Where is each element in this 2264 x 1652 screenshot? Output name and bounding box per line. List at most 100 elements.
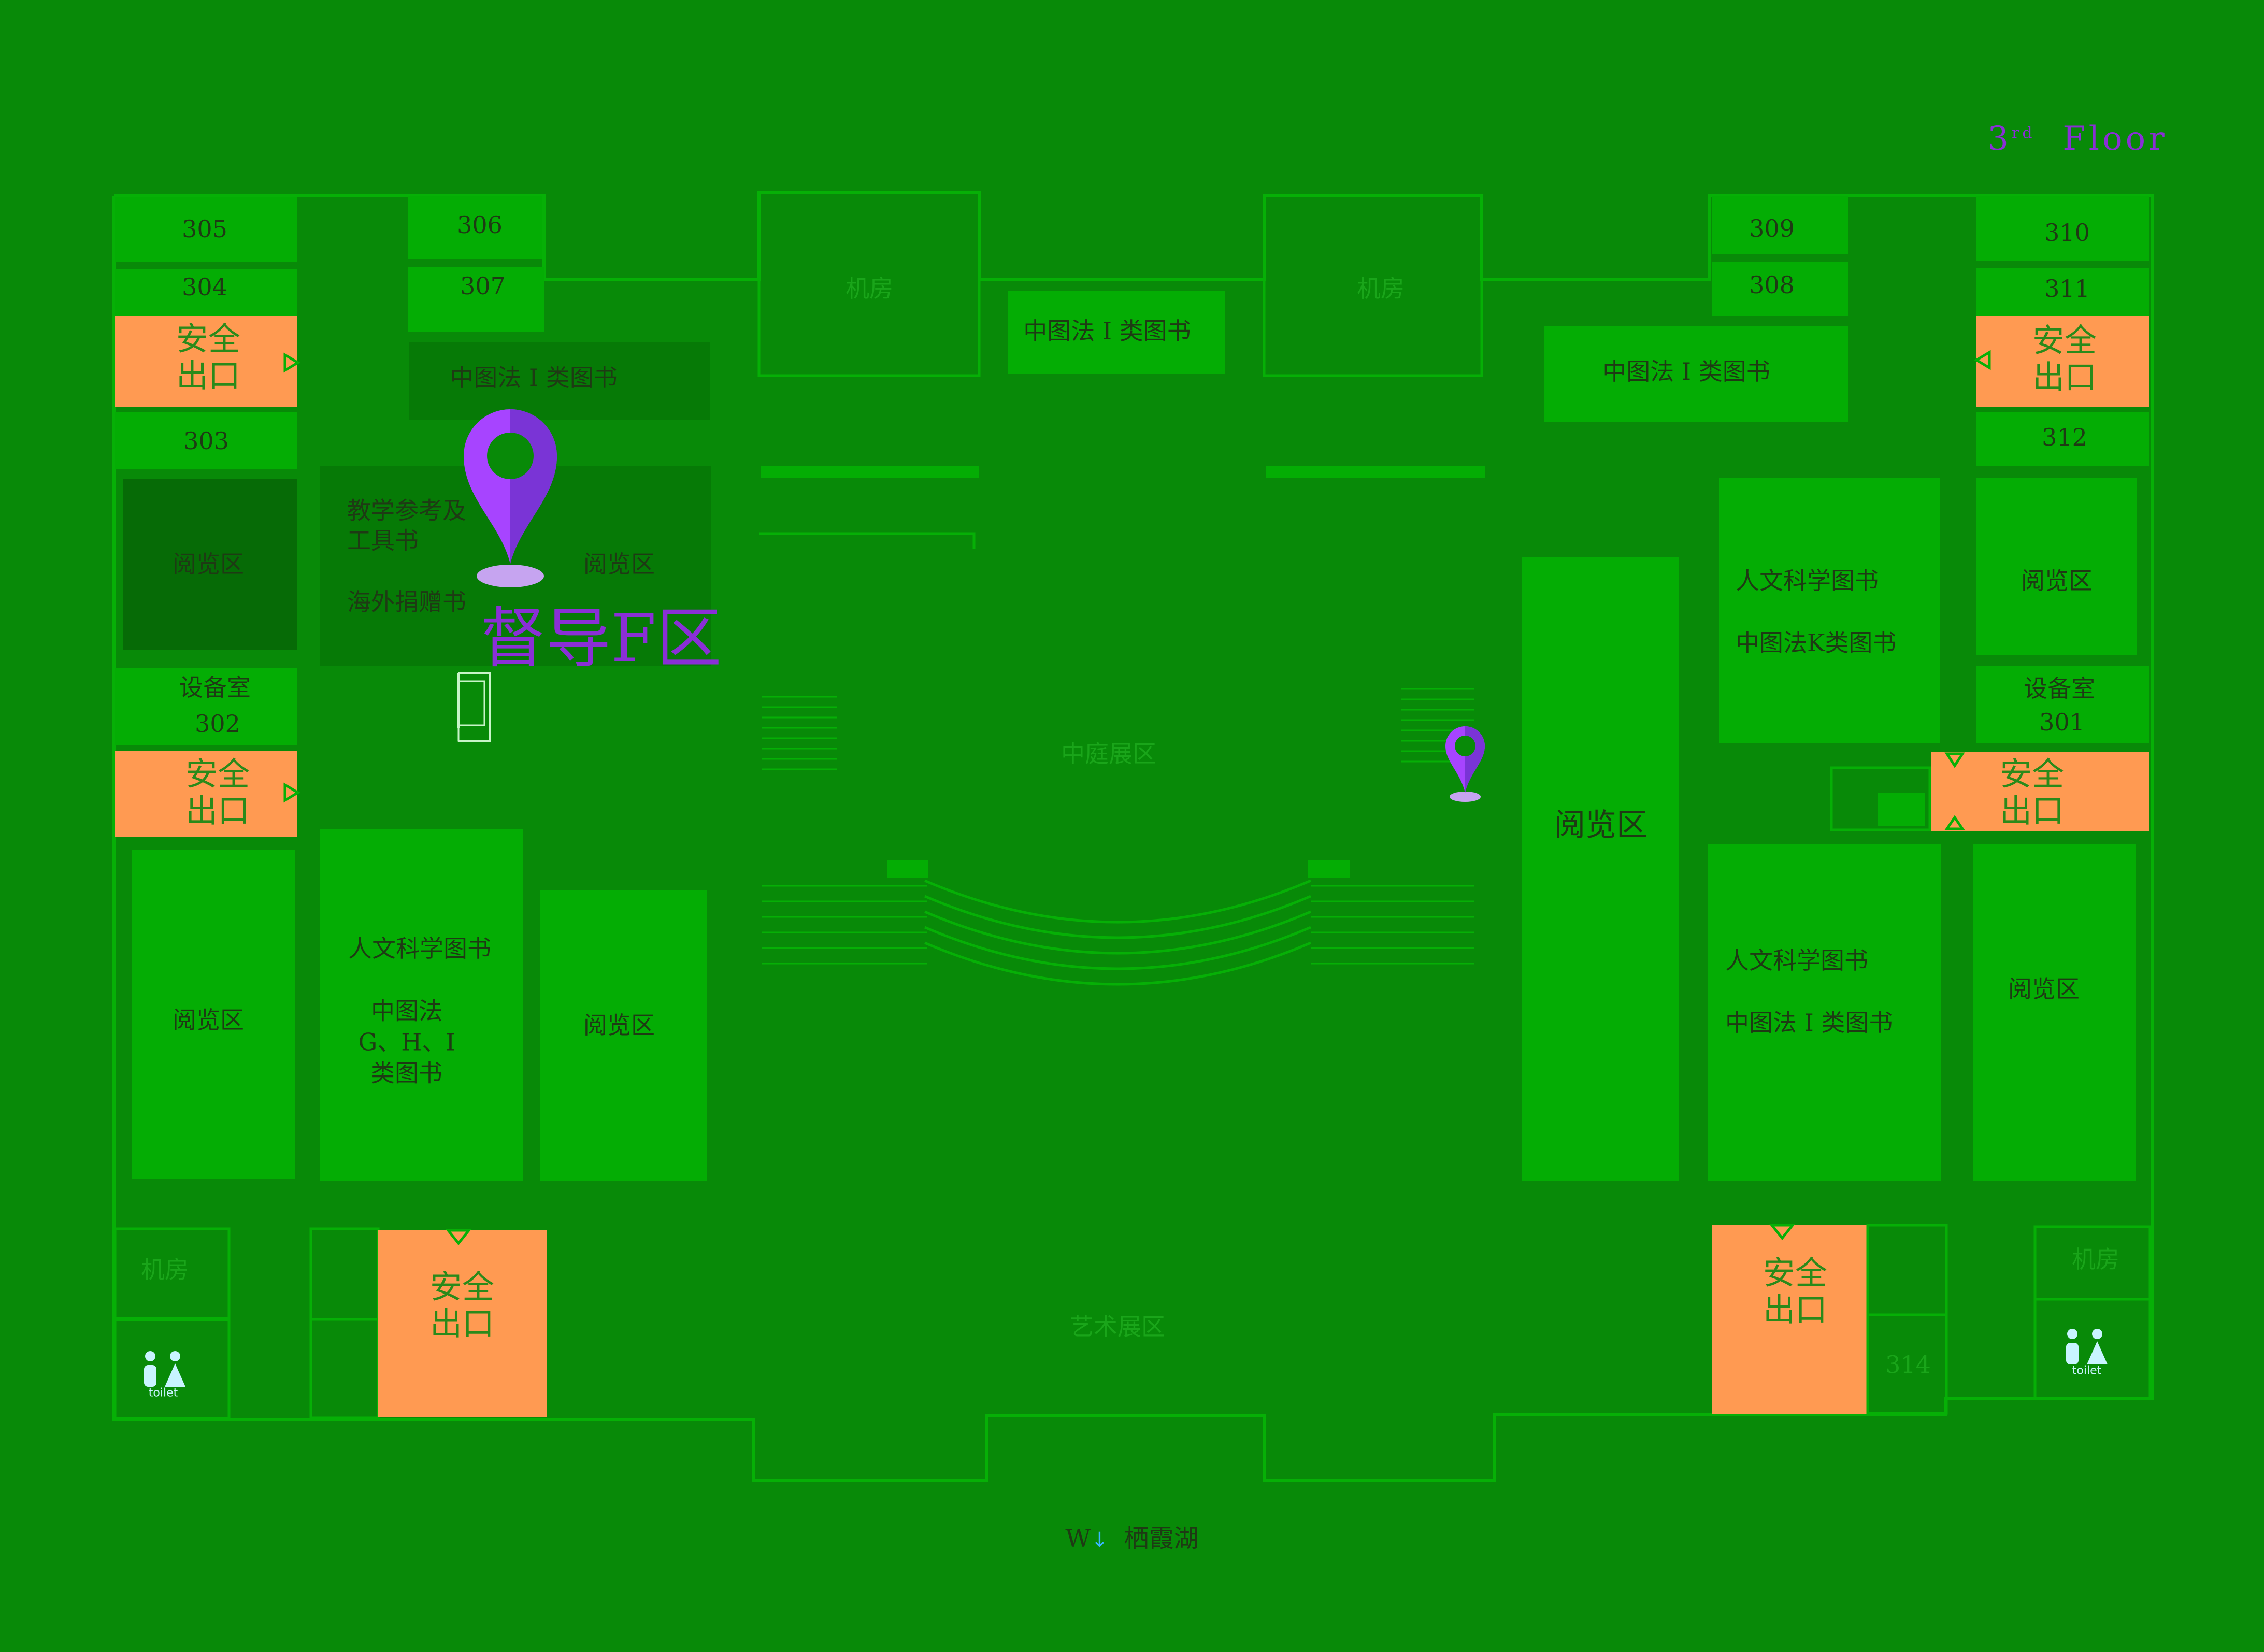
elevator-icon [1830,766,1931,831]
label-machine-room-se: 机房 [2072,1245,2119,1274]
compass-arrow-icon: ↓ [1091,1528,1109,1552]
reading-area-w2[interactable] [540,890,707,1181]
atrium-post-w [887,860,928,878]
compass-place: 栖霞湖 [1124,1524,1199,1553]
room-306[interactable] [408,196,542,259]
label-room-306: 306 [457,211,503,239]
label-room-312: 312 [2042,423,2087,452]
machine-room-n2[interactable] [1263,194,1483,377]
label-class-ghi-books: 中图法 G、H、I 类图书 [358,997,455,1087]
elevator-car [1878,793,1925,826]
label-reading-area-e1: 阅览区 [2021,567,2093,595]
label-room-308: 308 [1749,271,1795,299]
closet-s1 [309,1227,380,1321]
toilet-icon [144,1329,2108,1387]
humanities-i-books-se[interactable] [1708,844,1941,1181]
reading-area-sw[interactable] [132,850,295,1179]
toilet-se[interactable] [2033,1298,2152,1400]
label-room-303: 303 [183,427,229,455]
label-atrium-exhibition: 中庭展区 [1061,740,1156,768]
label-machine-room-sw: 机房 [141,1256,189,1284]
label-room-301: 301 [2039,708,2085,737]
label-class-i-books-e: 中图法 I 类图书 [1602,357,1770,386]
class-i-books-e[interactable] [1544,326,1848,422]
label-exit-e: 安全 出口 [1999,755,2065,830]
machine-room-sw[interactable] [113,1227,231,1320]
label-reading-area-w-mid: 阅览区 [583,550,655,579]
toilet-text: toilet [2072,1364,2102,1377]
floor-word: Floor [2062,120,2168,158]
emergency-exit-e[interactable] [1931,752,2149,831]
label-room-314: 314 [1885,1351,1931,1379]
label-class-i-books-w: 中图法 I 类图书 [450,364,618,392]
atrium-outline [759,532,1311,986]
label-machine-room-n1: 机房 [846,275,893,303]
reading-area-e1[interactable] [1976,478,2137,655]
compass: W↓ 栖霞湖 [1065,1518,1198,1554]
label-room-309: 309 [1749,214,1795,243]
door-icon [283,350,1991,1246]
closet-s2 [309,1318,380,1419]
zone-label: 督导F区 [480,600,722,677]
label-art-exhibition: 艺术展区 [1070,1313,1165,1341]
room-309[interactable] [1712,196,1848,254]
machine-room-n1[interactable] [757,191,981,377]
toilet-sw[interactable] [113,1318,231,1420]
room-304[interactable] [115,269,297,316]
label-reading-area-center-e: 阅览区 [1554,807,1647,843]
room-314[interactable] [1866,1313,1948,1415]
humanities-k-books[interactable] [1719,478,1940,743]
label-equipment-room-e: 设备室 [2024,674,2095,703]
label-room-304: 304 [182,273,227,301]
toilet-label-sw: toilet [149,1386,178,1400]
label-humanities-se: 人文科学图书 [1725,946,1868,975]
room-305[interactable] [115,197,297,262]
emergency-exit-sw[interactable] [378,1230,547,1417]
label-exit-ne: 安全 出口 [2032,321,2097,396]
room-308[interactable] [1712,262,1848,316]
emergency-exit-w[interactable] [115,751,297,837]
room-302[interactable] [115,668,297,745]
label-reading-area-w1: 阅览区 [173,550,244,579]
room-310[interactable] [1976,196,2149,261]
class-i-books-center[interactable] [1008,291,1225,374]
room-311[interactable] [1976,268,2149,316]
label-reading-area-sw: 阅览区 [173,1006,244,1035]
compass-direction: W [1065,1524,1091,1553]
label-teaching-reference: 教学参考及 工具书 [347,496,466,555]
room-303[interactable] [115,412,297,469]
label-equipment-room-w: 设备室 [179,673,251,702]
toilet-text: toilet [148,1386,178,1400]
reading-area-center-e[interactable] [1522,557,1679,1181]
label-class-k-books: 中图法K类图书 [1736,629,1897,657]
label-class-i-books-se: 中图法 I 类图书 [1725,1009,1893,1037]
label-machine-room-n2: 机房 [1357,275,1405,303]
room-312[interactable] [1976,412,2149,466]
label-exit-sw: 安全 出口 [429,1268,495,1343]
emergency-exit-se[interactable] [1712,1225,1868,1414]
class-i-books-w[interactable] [409,342,710,420]
floor-title: 3rd Floor [1987,120,2167,158]
location-pin-small-icon[interactable] [1445,726,1485,802]
humanities-ghi-books[interactable] [320,829,523,1181]
reading-area-w1[interactable] [123,479,297,650]
room-307[interactable] [408,267,544,332]
balcony-rail-w [761,466,979,478]
label-exit-w: 安全 出口 [185,755,250,830]
stairs-icon [762,688,1474,965]
location-pin-icon[interactable] [464,409,557,587]
balcony-rail-e [1266,466,1485,478]
label-exit-se: 安全 出口 [1763,1254,1828,1329]
room-301[interactable] [1976,666,2149,743]
emergency-exit-nw[interactable] [115,316,297,407]
emergency-exit-ne[interactable] [1976,316,2149,407]
label-reading-area-se: 阅览区 [2008,975,2080,1003]
label-overseas-donation: 海外捐赠书 [347,588,466,616]
label-reading-area-w2: 阅览区 [583,1011,655,1040]
label-humanities-e: 人文科学图书 [1736,567,1879,595]
reading-area-se[interactable] [1973,844,2136,1181]
label-room-305: 305 [182,215,227,243]
atrium-post-e [1308,860,1350,878]
